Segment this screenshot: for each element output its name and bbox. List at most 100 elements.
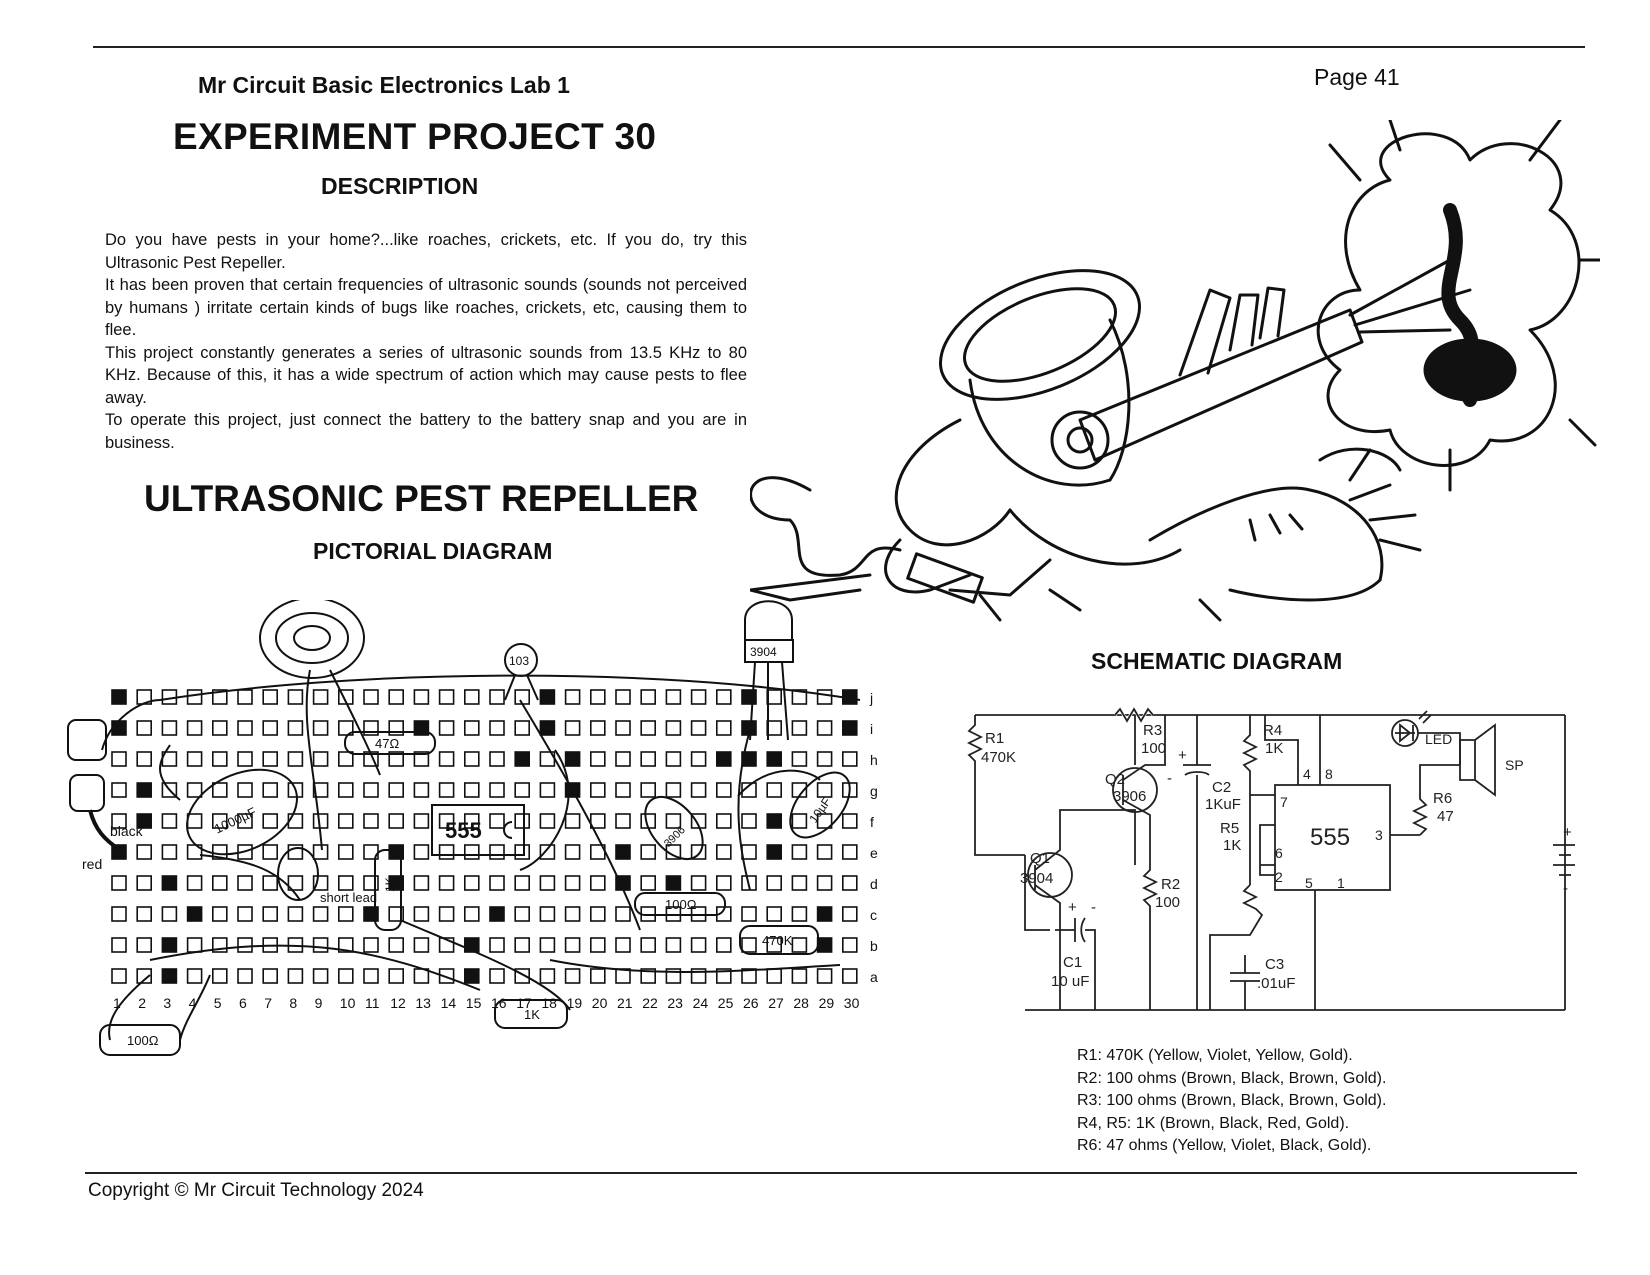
breadboard-hole xyxy=(463,782,480,798)
color-code-line: R6: 47 ohms (Yellow, Violet, Black, Gold… xyxy=(1077,1137,1372,1154)
breadboard-hole xyxy=(514,937,531,953)
breadboard-hole xyxy=(312,968,329,984)
breadboard-hole xyxy=(665,875,682,891)
breadboard-hole xyxy=(539,906,556,922)
breadboard-column-number: 11 xyxy=(365,995,380,1011)
breadboard-column-number: 13 xyxy=(415,995,431,1011)
breadboard-hole xyxy=(489,937,505,953)
r5-label: R5 xyxy=(1220,820,1239,837)
breadboard-column-number: 19 xyxy=(567,995,583,1011)
breadboard-hole xyxy=(438,782,455,798)
r5-value: 1K xyxy=(1223,837,1241,854)
color-code-line: R1: 470K (Yellow, Violet, Yellow, Gold). xyxy=(1077,1047,1353,1064)
breadboard-hole xyxy=(262,689,278,705)
breadboard-hole xyxy=(186,875,203,891)
breadboard-hole xyxy=(111,782,127,798)
breadboard-hole xyxy=(312,720,329,736)
r100-bottom-label: 100Ω xyxy=(127,1033,159,1048)
breadboard-row-label: i xyxy=(870,721,873,737)
color-code-line: R2: 100 ohms (Brown, Black, Brown, Gold)… xyxy=(1077,1069,1387,1087)
breadboard-hole xyxy=(514,782,531,798)
description-body: Do you have pests in your home?...like r… xyxy=(105,229,747,454)
breadboard-hole xyxy=(589,689,606,705)
breadboard-hole xyxy=(564,720,581,736)
breadboard-hole xyxy=(161,813,178,829)
breadboard-hole xyxy=(312,937,329,953)
breadboard-hole xyxy=(438,844,455,860)
breadboard-hole xyxy=(262,751,278,767)
breadboard-hole xyxy=(413,875,430,891)
c1-label: C1 xyxy=(1063,954,1082,971)
breadboard-hole xyxy=(640,782,657,798)
breadboard-hole xyxy=(615,844,631,860)
breadboard-hole xyxy=(539,720,556,736)
breadboard-hole xyxy=(489,875,505,891)
breadboard-hole xyxy=(564,689,581,705)
breadboard-hole xyxy=(791,689,808,705)
q1-transistor-symbol xyxy=(1027,852,1073,898)
breadboard-hole xyxy=(615,937,631,953)
breadboard-hole xyxy=(741,813,757,829)
breadboard-hole xyxy=(539,968,556,984)
breadboard-hole xyxy=(640,875,657,891)
breadboard-hole xyxy=(539,844,556,860)
ic-555-label: 555 xyxy=(445,818,482,843)
r6-resistor-symbol xyxy=(1411,764,1460,836)
breadboard-hole xyxy=(640,689,657,705)
breadboard-hole xyxy=(589,782,606,798)
breadboard-hole xyxy=(388,751,405,767)
black-wire-label: black xyxy=(110,823,144,839)
breadboard-hole xyxy=(539,782,556,798)
breadboard-column-number: 12 xyxy=(390,995,406,1011)
breadboard-hole xyxy=(312,813,329,829)
r470k-label: 470K xyxy=(762,933,793,948)
breadboard-hole xyxy=(363,782,379,798)
breadboard-hole xyxy=(514,720,531,736)
short-lead-label: short lead xyxy=(320,890,377,905)
ic-555-symbol xyxy=(1274,784,1391,891)
breadboard-hole xyxy=(640,968,657,984)
breadboard-hole xyxy=(589,906,606,922)
breadboard-hole xyxy=(715,937,732,953)
breadboard-hole xyxy=(741,937,757,953)
q2-label: Q2 xyxy=(1105,771,1125,788)
breadboard-hole xyxy=(388,813,405,829)
top-rule xyxy=(93,46,1585,48)
breadboard-hole xyxy=(337,844,354,860)
color-code-line: R4, R5: 1K (Brown, Black, Red, Gold). xyxy=(1077,1114,1350,1132)
breadboard-hole xyxy=(665,751,682,767)
breadboard-hole xyxy=(665,782,682,798)
breadboard-hole xyxy=(690,782,707,798)
breadboard-hole xyxy=(564,937,581,953)
breadboard-column-number: 9 xyxy=(315,995,323,1011)
breadboard-hole xyxy=(615,906,631,922)
breadboard-hole xyxy=(791,844,808,860)
breadboard-hole xyxy=(287,906,304,922)
pictorial-heading: PICTORIAL DIAGRAM xyxy=(313,538,553,564)
led-icon xyxy=(277,847,319,901)
breadboard-hole xyxy=(337,720,354,736)
breadboard-column-number: 29 xyxy=(819,995,835,1011)
breadboard-hole xyxy=(287,689,304,705)
color-code-line: R3: 100 ohms (Brown, Black, Brown, Gold)… xyxy=(1077,1092,1387,1109)
breadboard-hole xyxy=(615,782,631,798)
breadboard-hole xyxy=(463,906,480,922)
breadboard-hole xyxy=(816,689,833,705)
breadboard-row-label: g xyxy=(870,783,878,799)
r2-label: R2 xyxy=(1161,876,1180,893)
breadboard-hole xyxy=(841,937,858,953)
breadboard-hole xyxy=(514,844,531,860)
resistor-470k xyxy=(739,925,819,955)
r3-resistor-symbol xyxy=(1114,707,1154,723)
breadboard-column-number: 8 xyxy=(289,995,297,1011)
breadboard-hole xyxy=(766,844,783,860)
breadboard-hole xyxy=(237,906,253,922)
breadboard-hole xyxy=(237,968,253,984)
schematic-circuit-diagram: R1 470K R3 100 + R4 1K LED SP Q2 3906 - … xyxy=(966,706,1575,1011)
breadboard-column-number: 30 xyxy=(844,995,860,1011)
breadboard-hole xyxy=(514,875,531,891)
c3-capacitor-symbol xyxy=(1230,955,1260,1010)
breadboard-hole xyxy=(413,782,430,798)
r1k-vertical-label: 1K xyxy=(383,877,397,892)
breadboard-hole xyxy=(463,689,480,705)
